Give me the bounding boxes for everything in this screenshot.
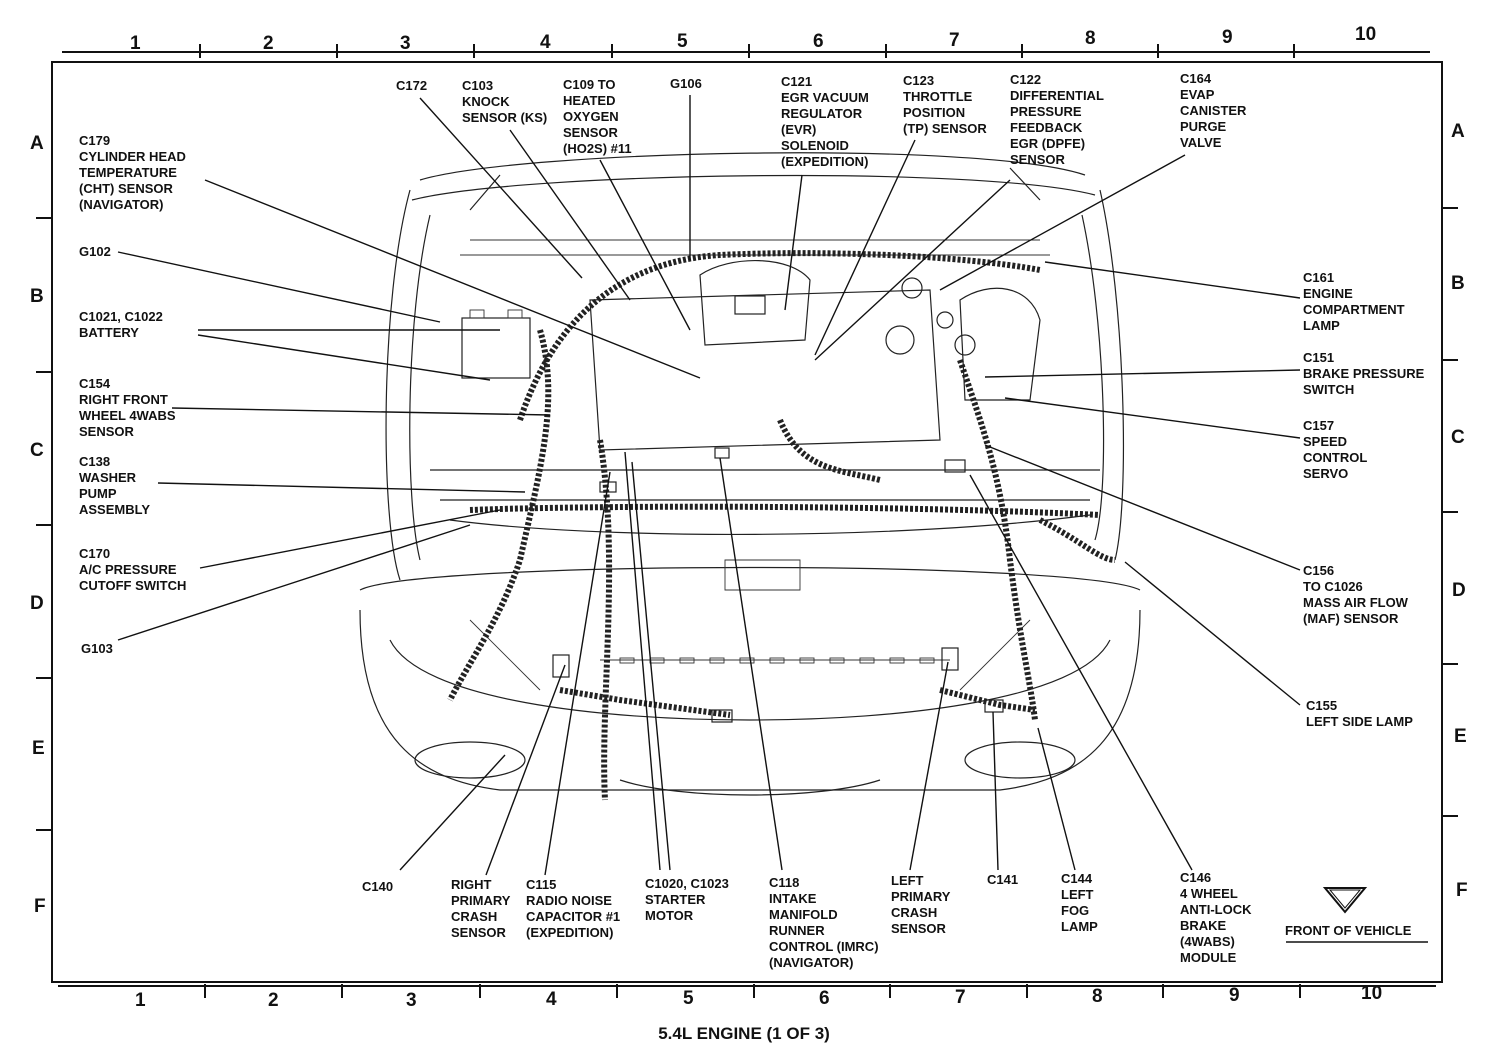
grid-row-b-right: B <box>1451 273 1465 294</box>
label-c164-evap-purge: C164 EVAP CANISTER PURGE VALVE <box>1180 71 1247 150</box>
front-of-vehicle-label: FRONT OF VEHICLE <box>1285 923 1412 938</box>
label-c118-imrc: C118 INTAKE MANIFOLD RUNNER CONTROL (IMR… <box>769 875 879 970</box>
grid-row-b-left: B <box>30 286 44 307</box>
label-c155-left-side-lamp: C155 LEFT SIDE LAMP <box>1306 698 1413 729</box>
label-c115-radio-capacitor: C115 RADIO NOISE CAPACITOR #1 (EXPEDITIO… <box>526 877 621 940</box>
engine-bay-illustration <box>359 152 1141 801</box>
label-g102: G102 <box>79 244 111 259</box>
diagram-frame <box>36 44 1458 998</box>
grid-col-4-top: 4 <box>540 32 551 53</box>
label-c146-4wabs-module: C146 4 WHEEL ANTI-LOCK BRAKE (4WABS) MOD… <box>1180 870 1252 965</box>
label-left-primary-crash-sensor: LEFT PRIMARY CRASH SENSOR <box>891 873 951 936</box>
grid-row-d-right: D <box>1452 580 1466 601</box>
label-c1021-battery: C1021, C1022 BATTERY <box>79 309 163 340</box>
label-c140: C140 <box>362 879 394 894</box>
grid-row-c-right: C <box>1451 427 1465 448</box>
label-c122-dpfe-sensor: C122 DIFFERENTIAL PRESSURE FEEDBACK EGR … <box>1010 72 1104 167</box>
label-c151-brake-pressure: C151 BRAKE PRESSURE SWITCH <box>1303 350 1425 397</box>
label-g106: G106 <box>670 76 702 91</box>
grid-row-e-right: E <box>1454 726 1467 747</box>
grid-col-7-top: 7 <box>949 30 960 51</box>
grid-col-1-bottom: 1 <box>135 990 146 1011</box>
label-c179-cht-sensor: C179 CYLINDER HEAD TEMPERATURE (CHT) SEN… <box>79 133 186 212</box>
grid-col-4-bottom: 4 <box>546 989 557 1010</box>
diagram-caption: 5.4L ENGINE (1 OF 3) <box>658 1024 830 1043</box>
grid-row-e-left: E <box>32 738 45 759</box>
grid-col-6-bottom: 6 <box>819 988 830 1009</box>
leader-lines <box>117 95 1301 876</box>
grid-col-2-bottom: 2 <box>268 990 279 1011</box>
label-c157-speed-servo: C157 SPEED CONTROL SERVO <box>1303 418 1368 481</box>
grid-row-a-left: A <box>30 133 44 154</box>
label-c141: C141 <box>987 872 1019 887</box>
grid-col-7-bottom: 7 <box>955 987 966 1008</box>
label-c161-compartment-lamp: C161 ENGINE COMPARTMENT LAMP <box>1303 270 1405 333</box>
grid-col-8-top: 8 <box>1085 28 1096 49</box>
label-c109-ho2s: C109 TO HEATED OXYGEN SENSOR (HO2S) #11 <box>563 77 632 156</box>
grid-row-c-left: C <box>30 440 44 461</box>
grid-col-5-bottom: 5 <box>683 988 694 1009</box>
grid-row-f-left: F <box>34 896 46 917</box>
label-c1020-starter-motor: C1020, C1023 STARTER MOTOR <box>645 876 729 923</box>
grid-col-3-top: 3 <box>400 33 411 54</box>
label-c138-washer-pump: C138 WASHER PUMP ASSEMBLY <box>79 454 151 517</box>
label-c144-left-fog-lamp: C144 LEFT FOG LAMP <box>1061 871 1098 934</box>
front-of-vehicle-arrow-icon <box>1286 887 1428 943</box>
grid-row-a-right: A <box>1451 121 1465 142</box>
grid-col-2-top: 2 <box>263 33 274 54</box>
grid-col-8-bottom: 8 <box>1092 986 1103 1007</box>
grid-col-1-top: 1 <box>130 33 141 54</box>
grid-col-3-bottom: 3 <box>406 990 417 1011</box>
label-c156-maf-sensor: C156 TO C1026 MASS AIR FLOW (MAF) SENSOR <box>1303 563 1408 626</box>
label-c154-4wabs-sensor: C154 RIGHT FRONT WHEEL 4WABS SENSOR <box>79 376 176 439</box>
grid-col-5-top: 5 <box>677 31 688 52</box>
label-c170-ac-pressure: C170 A/C PRESSURE CUTOFF SWITCH <box>79 546 187 593</box>
grid-col-10-top: 10 <box>1355 24 1377 45</box>
grid-row-d-left: D <box>30 593 44 614</box>
grid-row-f-right: F <box>1456 880 1468 901</box>
label-right-primary-crash-sensor: RIGHT PRIMARY CRASH SENSOR <box>451 877 511 940</box>
grid-col-9-top: 9 <box>1222 27 1233 48</box>
label-c172: C172 <box>396 78 428 93</box>
label-c103-knock-sensor: C103 KNOCK SENSOR (KS) <box>462 78 548 125</box>
grid-col-10-bottom: 10 <box>1361 983 1383 1004</box>
grid-col-9-bottom: 9 <box>1229 985 1240 1006</box>
label-g103: G103 <box>81 641 113 656</box>
label-c121-evr-solenoid: C121 EGR VACUUM REGULATOR (EVR) SOLENOID… <box>781 74 869 169</box>
grid-col-6-top: 6 <box>813 31 824 52</box>
label-c123-tp-sensor: C123 THROTTLE POSITION (TP) SENSOR <box>903 73 987 136</box>
